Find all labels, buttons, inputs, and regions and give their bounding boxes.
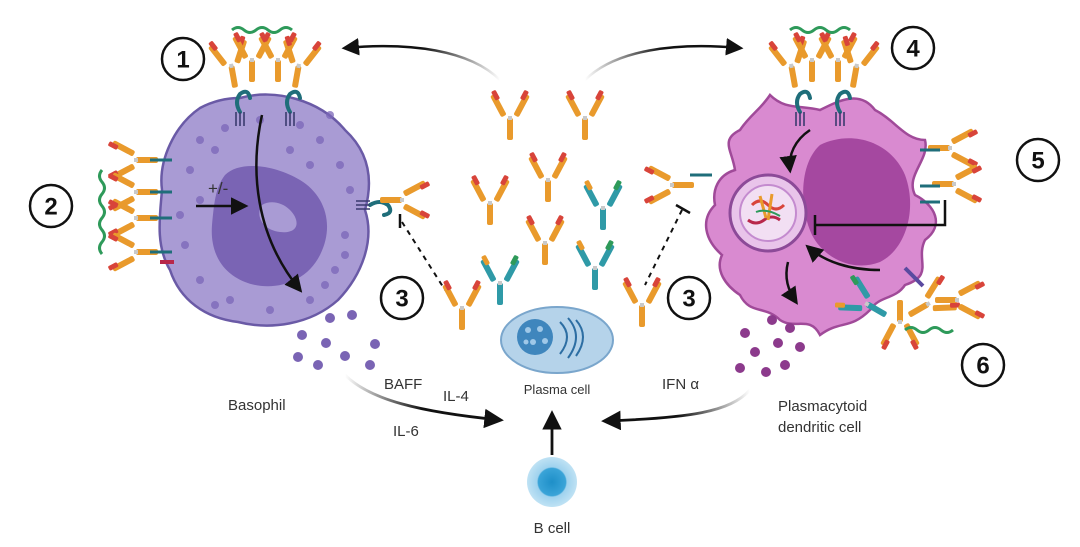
pdc-label-line2: dendritic cell [778,419,861,436]
step-3-right-number: 3 [682,286,695,313]
baff-label: BAFF [384,376,422,393]
basophil-internal-arrow [255,114,303,293]
granule [296,121,304,129]
granule [181,241,189,249]
step-1-number: 1 [176,47,189,74]
granule [286,146,294,154]
pdc-label-line1: Plasmacytoid [778,398,867,415]
granule [341,231,349,239]
granule [211,301,219,309]
pdc-left-antibody [643,165,712,286]
step-6-number: 6 [976,353,989,380]
granule [196,196,204,204]
arrow-basophil-cytokines [344,374,504,429]
basophil-cytokines [293,310,380,370]
b-cell-label: B cell [534,520,571,537]
step-2-number: 2 [44,194,57,221]
left-antigen [98,169,106,255]
pdc-loop-arrow [805,244,881,272]
pdc-right-immune-complex [920,128,983,204]
granule [196,136,204,144]
step-1-marker: 1 [160,36,206,82]
plasma-cell: Plasma cell [500,306,614,397]
arrow-pdc-cytokines [601,389,752,431]
top-left-antigen [231,26,293,34]
granule [186,166,194,174]
b-cell: B cell [527,457,577,537]
plus-minus-label: +/- [208,179,228,198]
pdc-bottom-immune-complex [832,266,986,351]
step-4-number: 4 [906,36,920,63]
granule [346,186,354,194]
step-6-marker: 6 [960,342,1006,388]
step-3-right-marker: 3 [666,275,712,321]
arrow-to-step-4 [584,38,744,81]
granule [176,211,184,219]
basophil-nucleus [211,165,328,287]
pdc-entry-arrow [779,128,811,174]
granule [226,296,234,304]
pdc-nucleus [803,138,911,266]
step-2-marker: 2 [28,183,74,229]
endosome-immune-complex [747,193,786,225]
granule [196,276,204,284]
pdc-inhibition-line [813,200,947,235]
granule [316,136,324,144]
pdc-cytokines [735,315,805,377]
basophil-cell: +/- [158,93,371,327]
pdc-top-immune-complex [766,26,882,128]
basophil-granules [176,111,354,314]
granule [306,161,314,169]
basophil-label: Basophil [228,397,286,414]
arrow-to-step-1 [341,38,501,81]
free-antibodies [442,89,662,330]
step-3-left-marker: 3 [379,275,425,321]
basophil-left-immune-complex [98,140,174,272]
granule [211,146,219,154]
granule [326,111,334,119]
granule [321,281,329,289]
step-5-marker: 5 [1015,137,1061,183]
ifn-alpha-label: IFN α [662,376,699,393]
basophil-right-antibody [354,180,446,291]
granule [336,161,344,169]
step-3-left-number: 3 [395,286,408,313]
il4-label: IL-4 [443,388,469,405]
granule [306,296,314,304]
plasmacytoid-dendritic-cell [704,93,947,337]
granule [331,266,339,274]
plasma-cell-label: Plasma cell [524,382,591,397]
granule [341,251,349,259]
granule [221,124,229,132]
granule [266,306,274,314]
pdc-exit-arrow [780,261,798,305]
il6-label: IL-6 [393,423,419,440]
basophil-top-immune-complex [206,26,324,128]
basophil-membrane [158,93,371,327]
step-4-marker: 4 [890,25,936,71]
step-5-number: 5 [1031,148,1044,175]
